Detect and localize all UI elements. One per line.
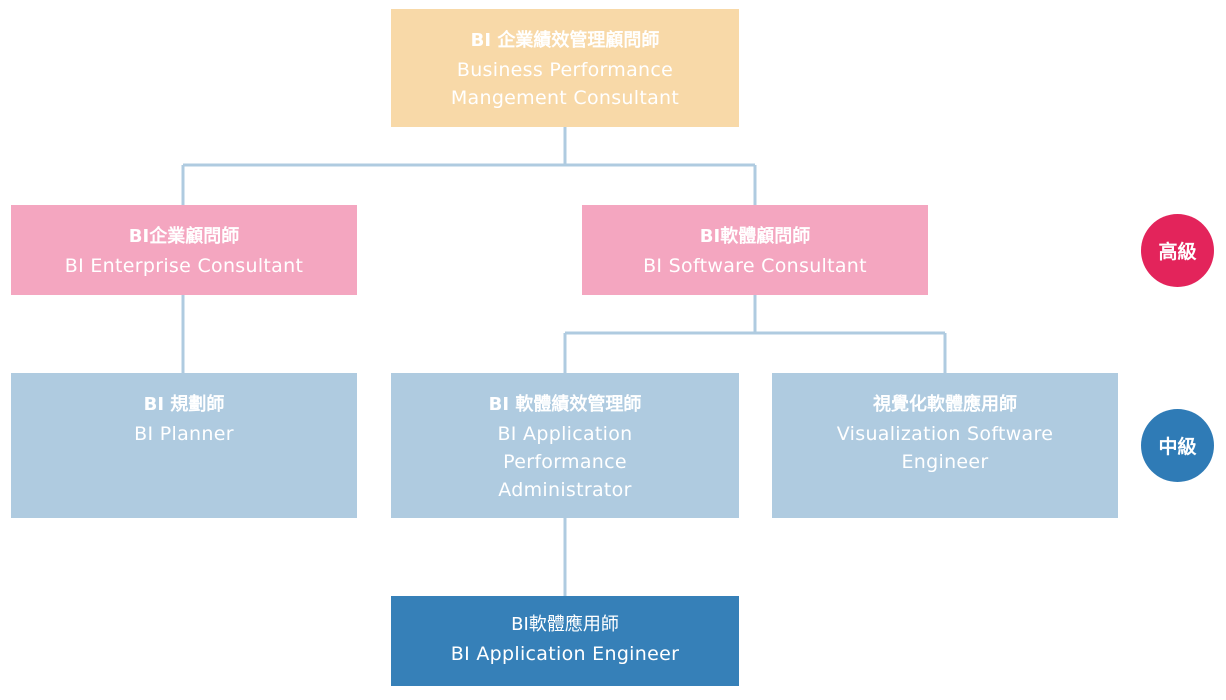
node-title-en: BI Application Engineer bbox=[450, 643, 680, 665]
node-bi-application-performance-administrator: BI 軟體績效管理師 BI Application Performance Ad… bbox=[391, 373, 739, 518]
node-title-en: BI Planner bbox=[134, 423, 234, 445]
node-title-en: BI Application Performance Administrator bbox=[497, 423, 633, 501]
node-bi-planner: BI 規劃師 BI Planner bbox=[11, 373, 357, 518]
node-title-en: Visualization Software Engineer bbox=[836, 423, 1054, 473]
node-title-en: BI Software Consultant bbox=[643, 255, 867, 277]
node-title-en: BI Enterprise Consultant bbox=[64, 255, 304, 277]
node-visualization-software-engineer: 視覺化軟體應用師 Visualization Software Engineer bbox=[772, 373, 1118, 518]
node-title-zh: BI軟體應用師 bbox=[511, 614, 619, 635]
node-title-zh: BI企業顧問師 bbox=[128, 226, 240, 247]
node-bi-application-engineer: BI軟體應用師 BI Application Engineer bbox=[391, 596, 739, 686]
node-bi-enterprise-consultant: BI企業顧問師 BI Enterprise Consultant bbox=[11, 205, 357, 295]
node-bi-software-consultant: BI軟體顧問師 BI Software Consultant bbox=[582, 205, 928, 295]
level-badge-intermediate: 中級 bbox=[1141, 409, 1214, 482]
connector-manager-to-senior bbox=[181, 127, 757, 205]
node-title-zh: BI 規劃師 bbox=[143, 394, 225, 415]
level-badge-senior: 高級 bbox=[1141, 214, 1214, 287]
node-title-zh: BI 軟體績效管理師 bbox=[488, 394, 642, 415]
node-title-en: Business Performance Mangement Consultan… bbox=[450, 59, 680, 109]
node-title-zh: BI軟體顧問師 bbox=[699, 226, 811, 247]
connector-software-to-intermediate bbox=[563, 295, 947, 373]
node-title-zh: 視覺化軟體應用師 bbox=[873, 394, 1017, 415]
node-title-zh: BI 企業績效管理顧問師 bbox=[470, 30, 660, 51]
node-bi-performance-management-consultant: BI 企業績效管理顧問師 Business Performance Mangem… bbox=[391, 9, 739, 127]
